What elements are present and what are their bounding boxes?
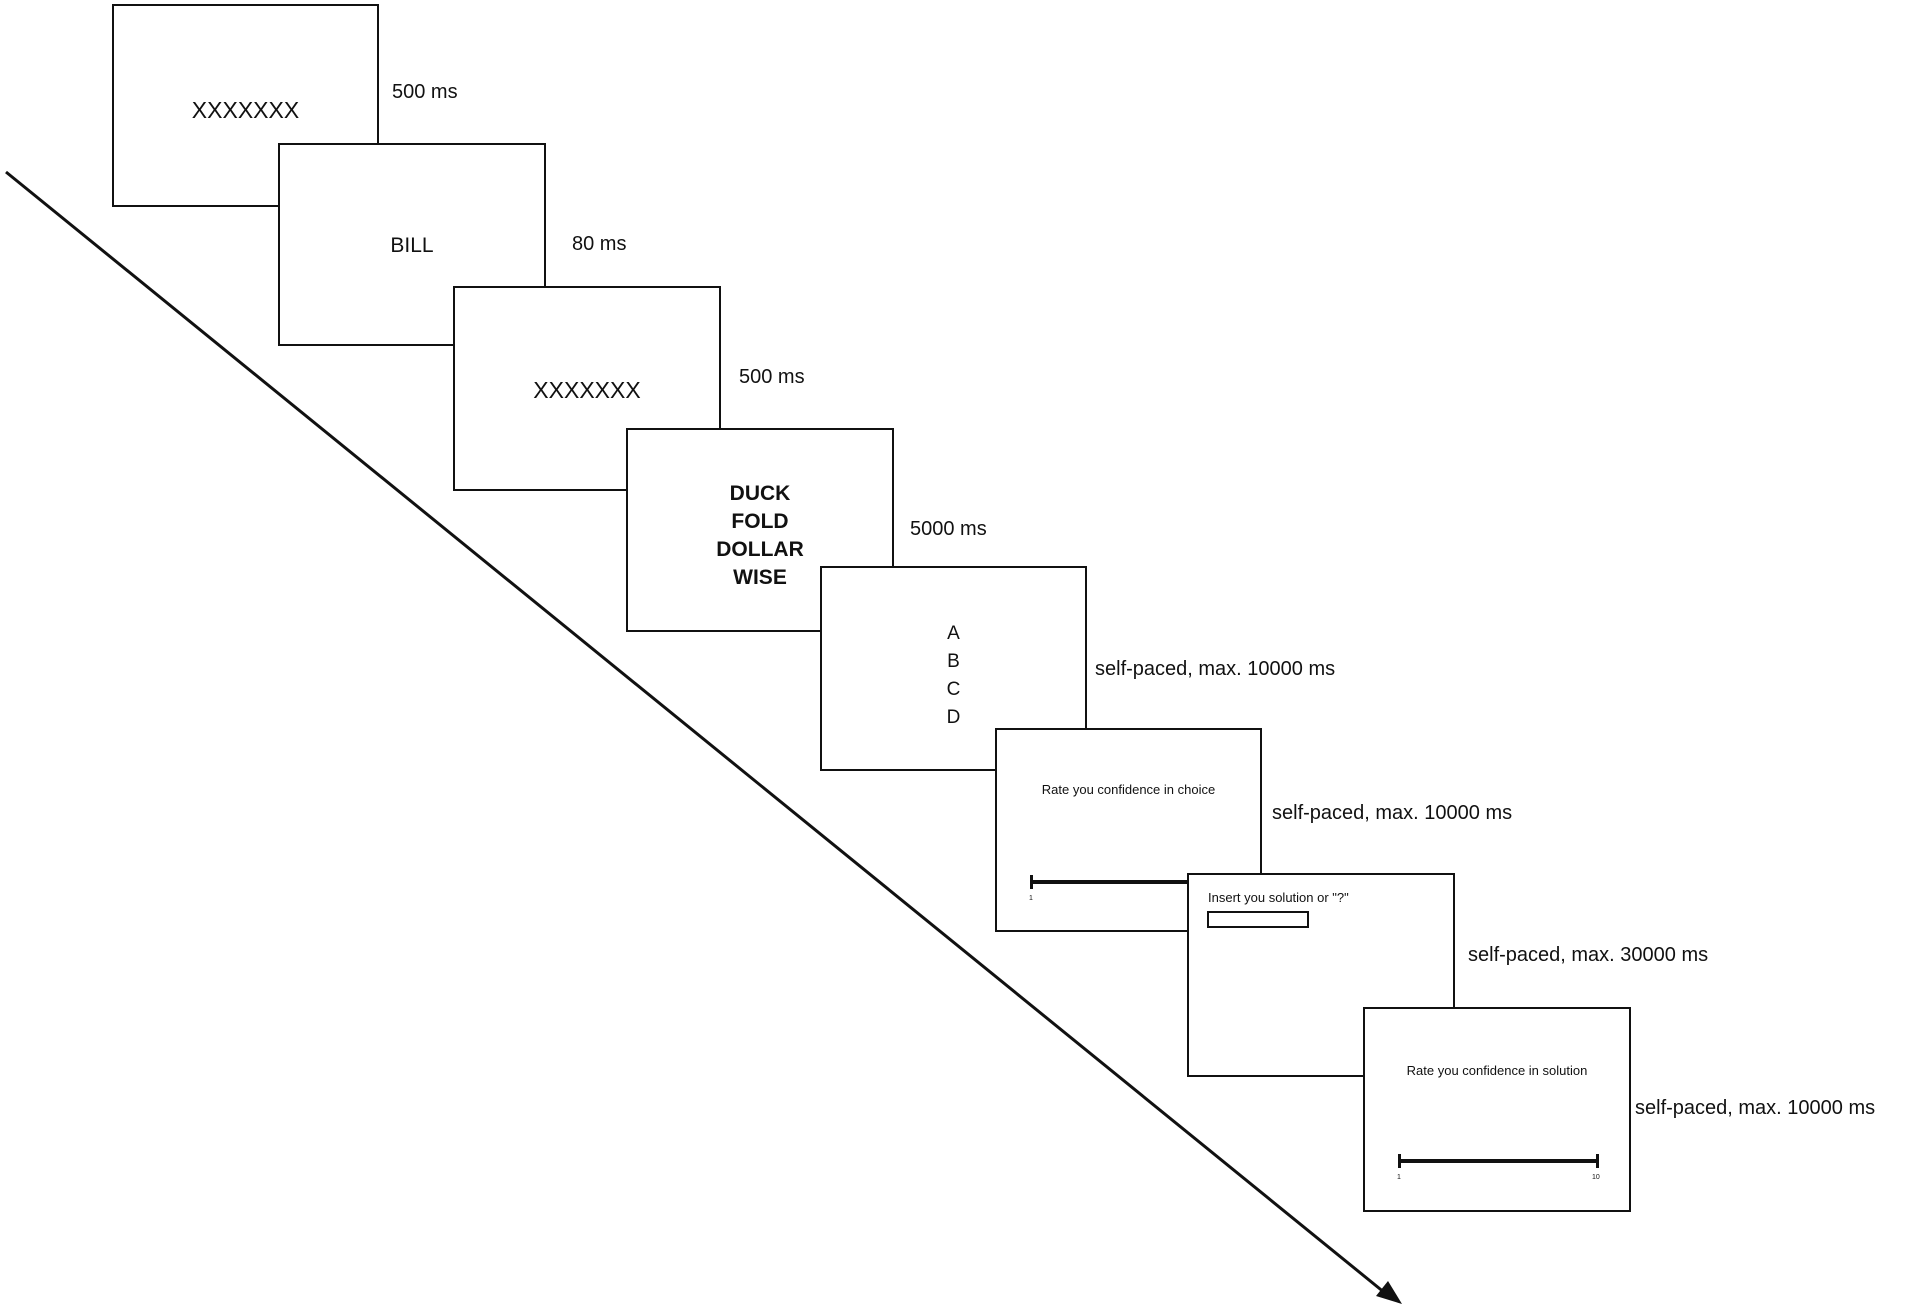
duration-label: 500 ms xyxy=(392,81,458,103)
scale-max-label: 10 xyxy=(1592,1174,1600,1181)
duration-label: self-paced, max. 10000 ms xyxy=(1095,658,1336,680)
prime-word-text: BILL xyxy=(390,234,434,257)
arrow-head-icon xyxy=(1376,1281,1402,1304)
screen-solution-confidence: Rate you confidence in solution 1 10 xyxy=(1363,1007,1631,1212)
answer-option: C xyxy=(946,679,961,700)
solution-prompt: Insert you solution or "?" xyxy=(1208,890,1349,905)
problem-word: DUCK xyxy=(729,482,791,505)
duration-label: 500 ms xyxy=(739,366,805,388)
mask-text: XXXXXXX xyxy=(191,97,300,123)
choice-confidence-prompt: Rate you confidence in choice xyxy=(1041,782,1216,797)
problem-words: DUCK FOLD DOLLAR WISE xyxy=(628,480,892,592)
scale-min-label: 1 xyxy=(1029,895,1033,902)
answer-options: A B C D xyxy=(822,620,1085,732)
mask-text: XXXXXXX xyxy=(533,377,641,403)
confidence-scale[interactable] xyxy=(1398,1159,1598,1163)
duration-label: 80 ms xyxy=(572,233,627,255)
time-arrow-line xyxy=(5,170,1386,1295)
duration-label: 5000 ms xyxy=(910,518,987,540)
solution-confidence-prompt: Rate you confidence in solution xyxy=(1406,1063,1588,1078)
answer-option: B xyxy=(947,651,960,672)
problem-word: WISE xyxy=(733,566,787,589)
answer-option: D xyxy=(946,707,961,728)
problem-word: FOLD xyxy=(731,510,789,533)
scale-min-label: 1 xyxy=(1397,1174,1401,1181)
duration-label: self-paced, max. 30000 ms xyxy=(1468,944,1709,966)
duration-label: self-paced, max. 10000 ms xyxy=(1635,1097,1876,1119)
solution-input[interactable] xyxy=(1207,911,1309,928)
answer-option: A xyxy=(947,623,960,644)
problem-word: DOLLAR xyxy=(716,538,804,561)
scale-max-tick xyxy=(1596,1154,1599,1168)
confidence-scale[interactable] xyxy=(1030,880,1230,884)
duration-label: self-paced, max. 10000 ms xyxy=(1272,802,1513,824)
